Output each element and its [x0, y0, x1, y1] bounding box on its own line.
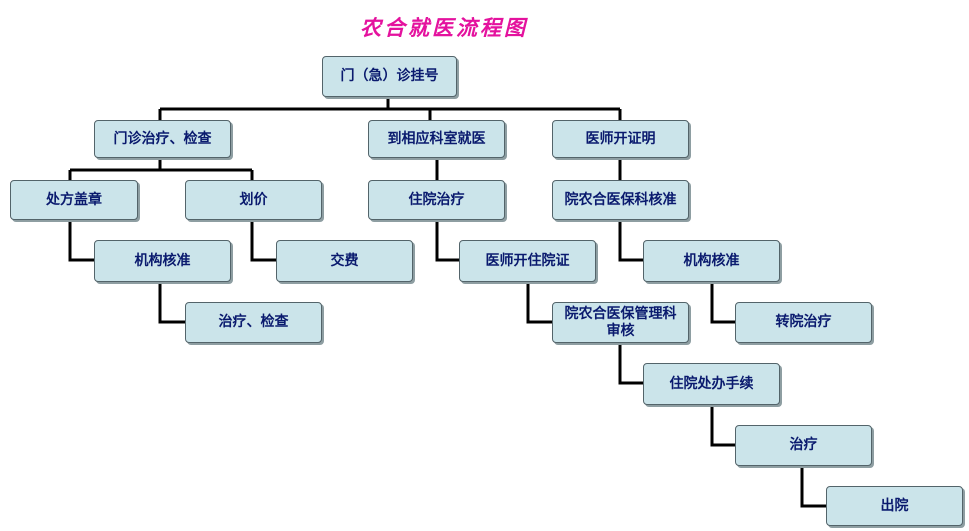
node-treatment-check-label: 治疗、检查	[218, 314, 289, 330]
node-outpatient-treatment-check-label: 门诊治疗、检查	[113, 130, 212, 147]
connector-inpatient-to-admission-cert	[435, 220, 459, 262]
node-ncms-approval: 院农合医保科核准	[552, 180, 689, 220]
connector-admission-cert-to-review	[526, 282, 552, 324]
node-discharge: 出院	[826, 486, 963, 526]
node-pricing: 划价	[185, 180, 322, 220]
node-prescription-stamp: 处方盖章	[10, 180, 138, 220]
node-registration-label: 门（急）诊挂号	[340, 68, 439, 84]
node-institution-approval-right: 机构核准	[643, 240, 780, 282]
node-doctor-certificate-label: 医师开证明	[585, 130, 656, 147]
connector-treatment-to-discharge	[800, 466, 826, 508]
node-referral-treatment-label: 转院治疗	[775, 314, 832, 330]
connector-procedures-to-treatment	[710, 405, 735, 447]
connector-approval-to-treatment	[158, 282, 185, 324]
node-institution-approval-right-label: 机构核准	[683, 252, 740, 269]
node-department-visit: 到相应科室就医	[368, 120, 505, 158]
node-department-visit-label: 到相应科室就医	[387, 130, 486, 147]
node-outpatient-treatment-check: 门诊治疗、检查	[94, 120, 231, 158]
node-payment-label: 交费	[330, 252, 359, 269]
chart-title: 农合就医流程图	[360, 15, 528, 40]
node-ncms-review-label-line2: 审核	[606, 322, 635, 339]
node-pricing-label: 划价	[239, 191, 268, 208]
node-admission-procedures: 住院处办手续	[643, 363, 780, 405]
connector-ncms-to-approval	[618, 220, 643, 262]
node-treatment-label: 治疗	[789, 437, 818, 453]
node-prescription-stamp-label: 处方盖章	[46, 191, 102, 208]
node-doctor-certificate: 医师开证明	[552, 120, 689, 158]
node-ncms-approval-label: 院农合医保科核准	[564, 191, 677, 208]
node-payment: 交费	[276, 240, 413, 282]
node-ncms-review: 院农合医保管理科 审核	[552, 302, 689, 343]
node-discharge-label: 出院	[880, 497, 909, 514]
node-doctor-admission-certificate: 医师开住院证	[459, 240, 596, 282]
node-institution-approval-left: 机构核准	[94, 240, 231, 282]
connector-review-to-procedures	[618, 343, 643, 385]
node-treatment-check: 治疗、检查	[185, 302, 322, 343]
node-inpatient-treatment: 住院治疗	[368, 180, 505, 220]
node-institution-approval-left-label: 机构核准	[134, 252, 191, 269]
connector-prescription-to-approval	[68, 220, 94, 262]
node-doctor-admission-certificate-label: 医师开住院证	[485, 252, 570, 269]
node-ncms-review-label-line1: 院农合医保管理科	[564, 305, 677, 322]
connector-pricing-to-payment	[250, 220, 276, 262]
connector-approval-to-referral	[710, 282, 735, 324]
node-inpatient-treatment-label: 住院治疗	[408, 191, 465, 208]
node-registration: 门（急）诊挂号	[322, 56, 457, 97]
node-admission-procedures-label: 住院处办手续	[669, 375, 754, 392]
node-treatment: 治疗	[735, 425, 872, 466]
node-referral-treatment: 转院治疗	[735, 302, 872, 343]
